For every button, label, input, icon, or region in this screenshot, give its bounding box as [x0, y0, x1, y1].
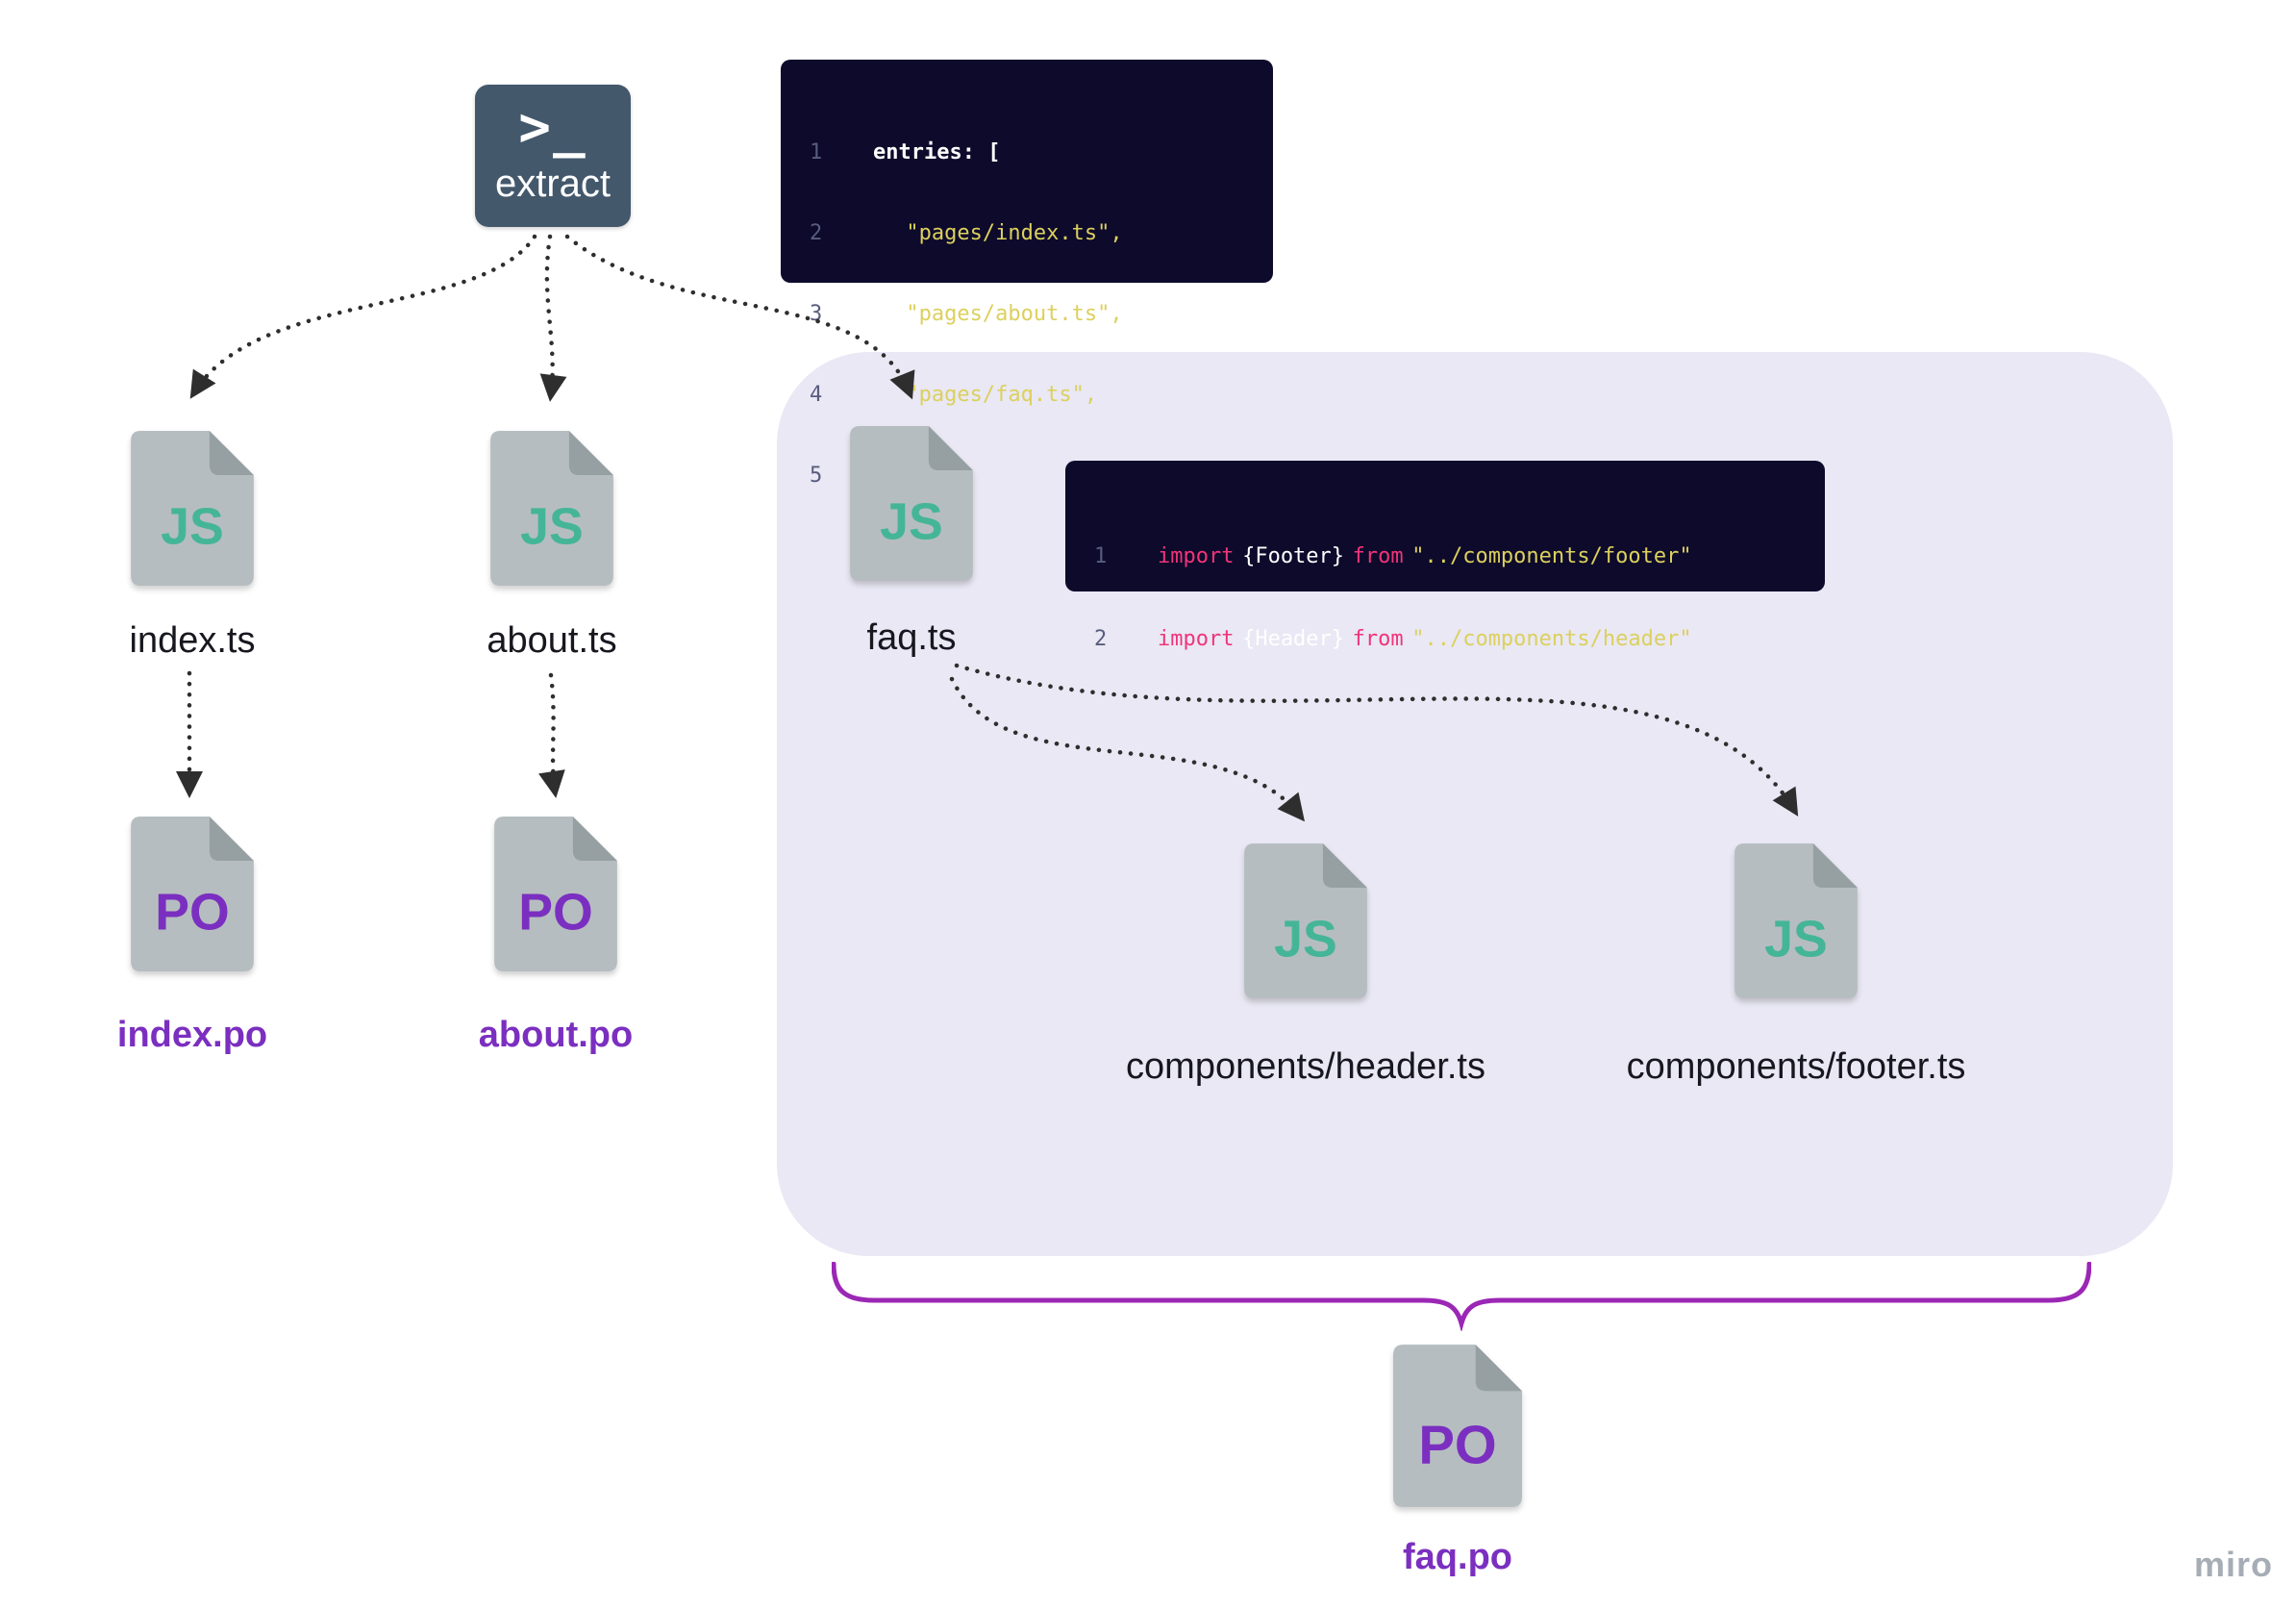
- js-badge: JS: [1764, 911, 1828, 969]
- code-token: "../components/footer": [1411, 544, 1692, 568]
- brace-path: [832, 1262, 2091, 1331]
- file-label-faq-ts: faq.ts: [866, 617, 957, 658]
- code-token: from: [1352, 627, 1404, 651]
- file-label-index-po: index.po: [116, 1015, 268, 1055]
- code-line: 1 import {Footer} from "../components/footer…: [1094, 540, 1806, 574]
- extract-node: >_ extract: [475, 85, 631, 227]
- js-file-icon: JS: [1734, 843, 1858, 998]
- po-file-icon: PO: [1393, 1345, 1522, 1507]
- po-badge: PO: [1418, 1414, 1496, 1474]
- js-badge: JS: [520, 498, 584, 556]
- js-file-icon: JS: [1244, 843, 1367, 998]
- js-file-icon: JS: [850, 426, 973, 581]
- line-number: 1: [1094, 544, 1108, 568]
- code-token: "pages/index.ts",: [906, 221, 1123, 245]
- line-number: 4: [810, 383, 823, 407]
- code-token: "pages/faq.ts",: [906, 383, 1098, 407]
- code-line: 2 "pages/index.ts",: [810, 217, 1254, 250]
- file-icon-header-ts: JS: [1244, 843, 1367, 998]
- arrow-extract-to-index: [189, 234, 537, 399]
- file-label-about-ts: about.ts: [487, 620, 617, 661]
- code-token: {Footer}: [1242, 544, 1345, 568]
- arrow-extract-to-about: [539, 234, 567, 402]
- line-number: 3: [810, 302, 823, 326]
- miro-watermark: miro: [2194, 1545, 2274, 1584]
- imports-code-block: 1 import {Footer} from "../components/footer…: [1065, 461, 1825, 651]
- js-badge: JS: [161, 498, 224, 556]
- file-icon-faq-po: PO: [1393, 1345, 1522, 1507]
- line-number: 2: [810, 221, 823, 245]
- extract-label: extract: [494, 163, 611, 205]
- file-label-faq-po: faq.po: [1403, 1537, 1512, 1577]
- po-badge: PO: [155, 884, 230, 942]
- file-icon-faq-ts: JS: [850, 426, 973, 581]
- arrow-about-to-po: [538, 672, 565, 798]
- code-line: 2 import {Header} from "../components/header…: [1094, 622, 1806, 657]
- group-brace: [832, 1262, 2091, 1331]
- code-token: "../components/header": [1411, 627, 1692, 651]
- entries-code-block: 1 entries: [ 2 "pages/index.ts", 3 "pages/a…: [781, 60, 1273, 488]
- file-label-footer-ts: components/footer.ts: [1626, 1046, 1966, 1087]
- js-badge: JS: [880, 493, 943, 551]
- line-number: 1: [810, 140, 823, 164]
- file-icon-about-po: PO: [494, 817, 617, 971]
- code-token: import: [1158, 544, 1235, 568]
- code-token: import: [1158, 627, 1235, 651]
- file-label-header-ts: components/header.ts: [1126, 1046, 1485, 1087]
- line-number: 2: [1094, 627, 1108, 651]
- line-number: 5: [810, 464, 823, 488]
- code-token: from: [1352, 544, 1404, 568]
- file-icon-footer-ts: JS: [1734, 843, 1858, 998]
- code-line: 3 "pages/about.ts",: [810, 298, 1254, 331]
- file-label-index-ts: index.ts: [129, 620, 256, 661]
- js-file-icon: JS: [131, 431, 254, 586]
- po-file-icon: PO: [494, 817, 617, 971]
- file-label-about-po: about.po: [478, 1015, 634, 1055]
- js-badge: JS: [1274, 911, 1337, 969]
- code-token: entries: [: [873, 140, 1001, 164]
- code-line: 4 "pages/faq.ts",: [810, 379, 1254, 412]
- code-token: "pages/about.ts",: [906, 302, 1123, 326]
- po-file-icon: PO: [131, 817, 254, 971]
- code-line: 1 entries: [: [810, 137, 1254, 169]
- file-icon-about-ts: JS: [490, 431, 613, 586]
- file-icon-index-ts: JS: [131, 431, 254, 586]
- po-badge: PO: [518, 884, 593, 942]
- code-token: {Header}: [1242, 627, 1345, 651]
- js-file-icon: JS: [490, 431, 613, 586]
- terminal-prompt-icon: >_: [518, 96, 587, 159]
- file-icon-index-po: PO: [131, 817, 254, 971]
